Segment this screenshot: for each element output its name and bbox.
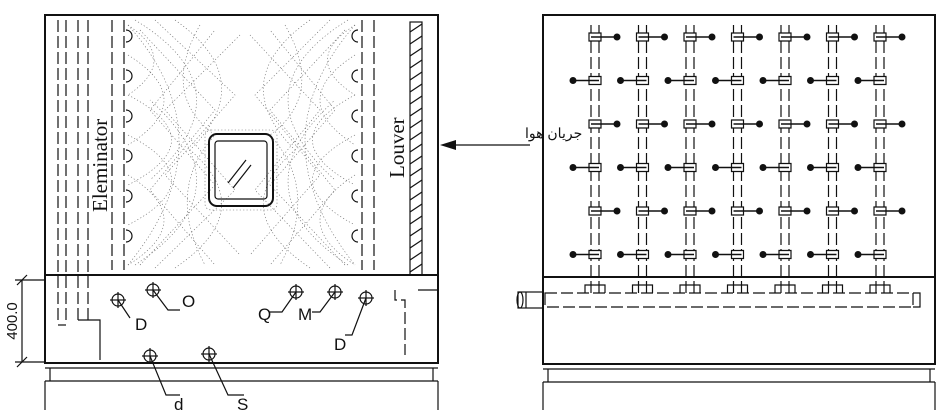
spray-nozzles	[569, 32, 906, 260]
nozzle-tip	[708, 33, 716, 41]
header-pipe	[544, 292, 914, 308]
nozzle-tip	[664, 77, 672, 84]
nozzle-tip	[756, 120, 763, 128]
riser-tee	[726, 284, 749, 293]
nozzle-tip	[803, 33, 811, 41]
nozzle-tip	[613, 207, 621, 215]
nozzle-tip	[569, 77, 577, 84]
nozzle-tip	[759, 164, 767, 171]
nozzle-tip	[617, 251, 624, 258]
nozzle-tip	[712, 164, 719, 171]
nozzle-tip	[756, 207, 763, 215]
nozzle-tip	[854, 251, 862, 258]
nozzle-tip	[851, 207, 858, 215]
nozzle-tip	[803, 207, 811, 215]
nozzle-tip	[807, 251, 814, 258]
nozzle-tip	[712, 251, 719, 258]
riser-tee	[774, 284, 796, 293]
riser-tee	[679, 284, 701, 293]
dimension-label: 400.0	[4, 302, 21, 340]
callout-m: M	[298, 305, 312, 324]
spray-pattern-right	[249, 19, 356, 269]
nozzle-tip	[807, 164, 814, 171]
riser-tee	[821, 284, 844, 293]
louver-hatching	[409, 23, 423, 273]
nozzle-tip	[851, 120, 858, 128]
nozzle-tip	[898, 33, 906, 41]
left-casing-sump	[44, 274, 439, 364]
nozzle-tip	[708, 207, 716, 215]
nozzle-tip	[569, 251, 577, 258]
nozzle-tip	[756, 33, 763, 41]
louver-assembly	[361, 20, 438, 355]
nozzle-tip	[803, 120, 811, 128]
callout-d-right: D	[334, 335, 346, 354]
inlet-stub	[516, 291, 544, 309]
nozzle-tip	[569, 164, 577, 171]
spray-nozzles-left	[125, 29, 133, 243]
right-view	[516, 14, 936, 410]
riser-tee	[631, 284, 654, 293]
nozzle-tip	[664, 164, 672, 171]
sump-height-dimension	[15, 274, 45, 368]
eliminator-label: Eleminator	[88, 119, 112, 212]
nozzle-tip	[613, 120, 621, 128]
airflow-label: جریان هوا	[525, 125, 582, 142]
airflow-arrow	[440, 140, 530, 150]
callout-s: S	[237, 395, 248, 414]
louver-label: Louver	[385, 117, 409, 178]
callout-q: Q	[258, 305, 271, 324]
riser-tee	[869, 284, 891, 293]
nozzle-tip	[854, 77, 862, 84]
spray-pattern-left	[127, 19, 241, 269]
left-view: Eleminator Louver جریان هوا 400.0	[4, 14, 582, 414]
nozzle-tip	[664, 251, 672, 258]
callout-d-lower: d	[174, 395, 183, 414]
nozzle-tip	[661, 120, 668, 128]
nozzle-tip	[898, 120, 906, 128]
nozzle-tip	[617, 164, 624, 171]
nozzle-tip	[708, 120, 716, 128]
spray-risers	[584, 25, 891, 293]
riser-tee	[584, 284, 606, 293]
callout-d-left: D	[135, 315, 147, 334]
eliminator-blades	[57, 20, 125, 320]
callout-leaders	[117, 289, 367, 396]
spray-nozzles-right	[351, 29, 359, 243]
nozzle-tip	[807, 77, 814, 84]
nozzle-tip	[854, 164, 862, 171]
nozzle-tip	[661, 33, 668, 41]
callout-o: O	[182, 292, 195, 311]
nozzle-tip	[712, 77, 719, 84]
nozzle-tip	[613, 33, 621, 41]
inspection-window	[204, 129, 278, 211]
nozzle-tip	[851, 33, 858, 41]
nozzle-tip	[898, 207, 906, 215]
nozzle-tip	[617, 77, 624, 84]
nozzle-tip	[759, 251, 767, 258]
nozzle-tip	[661, 207, 668, 215]
right-casing-sump	[542, 276, 936, 365]
nozzle-tip	[759, 77, 767, 84]
